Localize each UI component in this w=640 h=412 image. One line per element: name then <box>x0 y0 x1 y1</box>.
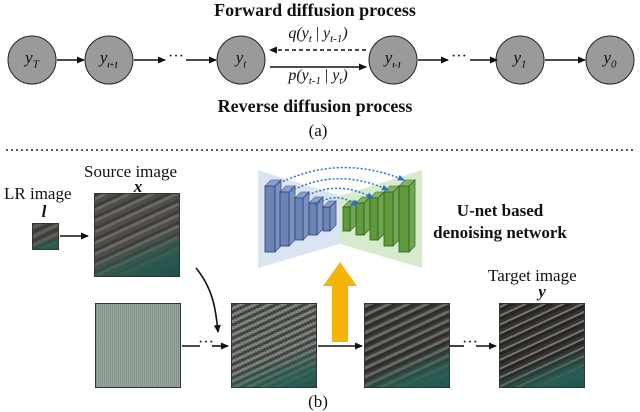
denoise-up-arrow <box>323 262 357 342</box>
lr-image <box>32 223 59 250</box>
reverse-process-title: Reverse diffusion process <box>217 96 413 116</box>
arrow-source-to-noisy <box>195 267 221 333</box>
unet-block-side-6 <box>363 196 371 236</box>
encoder-block-0 <box>264 185 276 253</box>
noisy-image <box>231 303 317 388</box>
source-image-variable: x <box>133 177 143 196</box>
encoder-block-2 <box>294 197 304 241</box>
node-circle-3 <box>368 35 418 85</box>
lr-image-variable: l <box>41 202 47 221</box>
decoder-block-5 <box>342 206 351 232</box>
unet-title-line1: U-net based <box>456 201 544 220</box>
encoder-block-1 <box>279 191 290 247</box>
forward-process-title: Forward diffusion process <box>214 0 416 20</box>
encoder-block-3 <box>308 202 318 236</box>
node-label-5: y0 <box>603 48 617 71</box>
unet-title-line2: denoising network <box>433 223 567 242</box>
node-label-1: yt+1 <box>99 48 119 70</box>
decoder-block-6 <box>355 202 365 236</box>
node-circle-5 <box>585 35 635 85</box>
encoder-block-4 <box>322 206 331 232</box>
unet-blocks <box>264 179 416 253</box>
caption-a: (a) <box>308 121 328 140</box>
target-image-label: Target image <box>488 266 577 285</box>
node-label-3: yt-1 <box>384 48 402 70</box>
partially-denoised-image <box>364 303 450 388</box>
unet-block-side-9 <box>408 179 416 253</box>
node-label-4: y1 <box>513 48 527 71</box>
caption-b: (b) <box>308 392 328 411</box>
forward-probability-label: q(yt | yt-1) <box>288 25 348 46</box>
node-circle-2 <box>216 35 266 85</box>
chain-dots-right: ··· <box>451 48 467 65</box>
node-circle-0 <box>7 35 57 85</box>
source-image <box>94 193 180 277</box>
reverse-probability-label: p(yt-1 | yt) <box>288 67 348 88</box>
skip-connection-1 <box>271 166 405 188</box>
markov-chain-nodes <box>7 35 635 85</box>
source-image-label: Source image <box>84 162 177 181</box>
unet-block-side-7 <box>377 191 385 241</box>
decoder-block-8 <box>383 191 394 247</box>
skip-connection-4 <box>314 197 358 207</box>
unet-block-side-8 <box>392 185 400 247</box>
target-image <box>499 303 585 388</box>
unet-block-side-1 <box>288 185 296 247</box>
decoder-block-9 <box>398 185 410 253</box>
node-label-0: yT <box>25 48 39 71</box>
bottom-dots-left: ··· <box>198 334 214 351</box>
gaussian-noise-image <box>95 303 181 388</box>
node-label-2: yt <box>235 48 247 71</box>
chain-dots-left: ··· <box>168 48 184 65</box>
target-image-variable: y <box>538 282 546 301</box>
skip-connection-3 <box>300 187 374 200</box>
decoder-block-7 <box>369 197 379 241</box>
skip-connection-2 <box>286 177 389 194</box>
node-circle-1 <box>84 35 134 85</box>
lr-image-label: LR image <box>4 184 72 203</box>
bottom-dots-right: ··· <box>462 334 478 351</box>
unet-block-side-2 <box>302 191 310 241</box>
